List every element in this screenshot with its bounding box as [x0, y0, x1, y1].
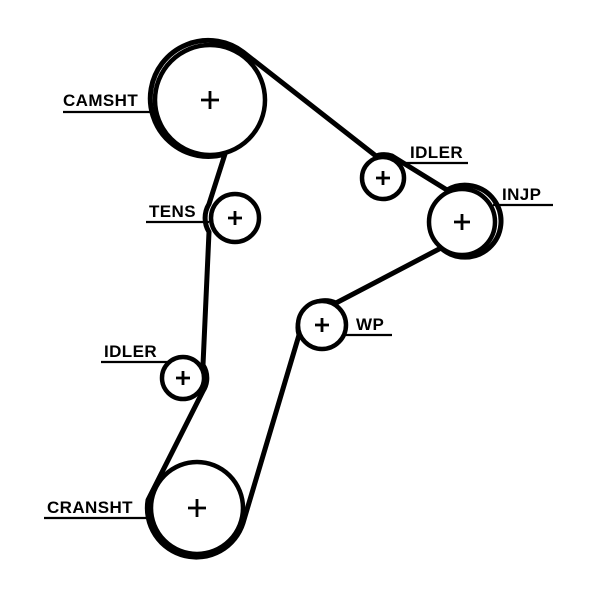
idler-top-pulley	[359, 154, 407, 202]
tensioner-pulley	[208, 191, 262, 245]
camshaft-label: CAMSHT	[63, 91, 138, 110]
idler-top-label: IDLER	[410, 143, 463, 162]
water-pump-center-mark	[315, 318, 329, 332]
camshaft-label-group: CAMSHT	[63, 91, 154, 114]
idler-bottom-label-group: IDLER	[101, 342, 168, 364]
idler-bottom-label: IDLER	[104, 342, 157, 361]
crankshaft-label-group: CRANSHT	[44, 498, 150, 520]
water-pump-pulley	[295, 298, 349, 352]
crankshaft-label: CRANSHT	[47, 498, 133, 517]
tensioner-center-mark	[228, 211, 242, 225]
idler-top-label-group: IDLER	[405, 143, 468, 165]
tensioner-label: TENS	[149, 202, 196, 221]
idler-bottom-pulley	[159, 354, 207, 402]
crankshaft-pulley	[148, 459, 246, 557]
idler-bottom-center-mark	[176, 371, 190, 385]
crankshaft-center-mark	[188, 499, 206, 517]
water-pump-label-group: WP	[345, 315, 392, 337]
tensioner-label-group: TENS	[146, 202, 209, 224]
injection-pump-label-group: INJP	[493, 185, 553, 207]
camshaft-pulley	[152, 42, 268, 158]
injection-pump-pulley	[426, 186, 498, 258]
injection-pump-label: INJP	[502, 185, 541, 204]
water-pump-label: WP	[356, 315, 384, 334]
camshaft-center-mark	[201, 91, 219, 109]
idler-top-center-mark	[376, 171, 390, 185]
injection-pump-center-mark	[454, 214, 470, 230]
timing-belt	[144, 37, 504, 560]
